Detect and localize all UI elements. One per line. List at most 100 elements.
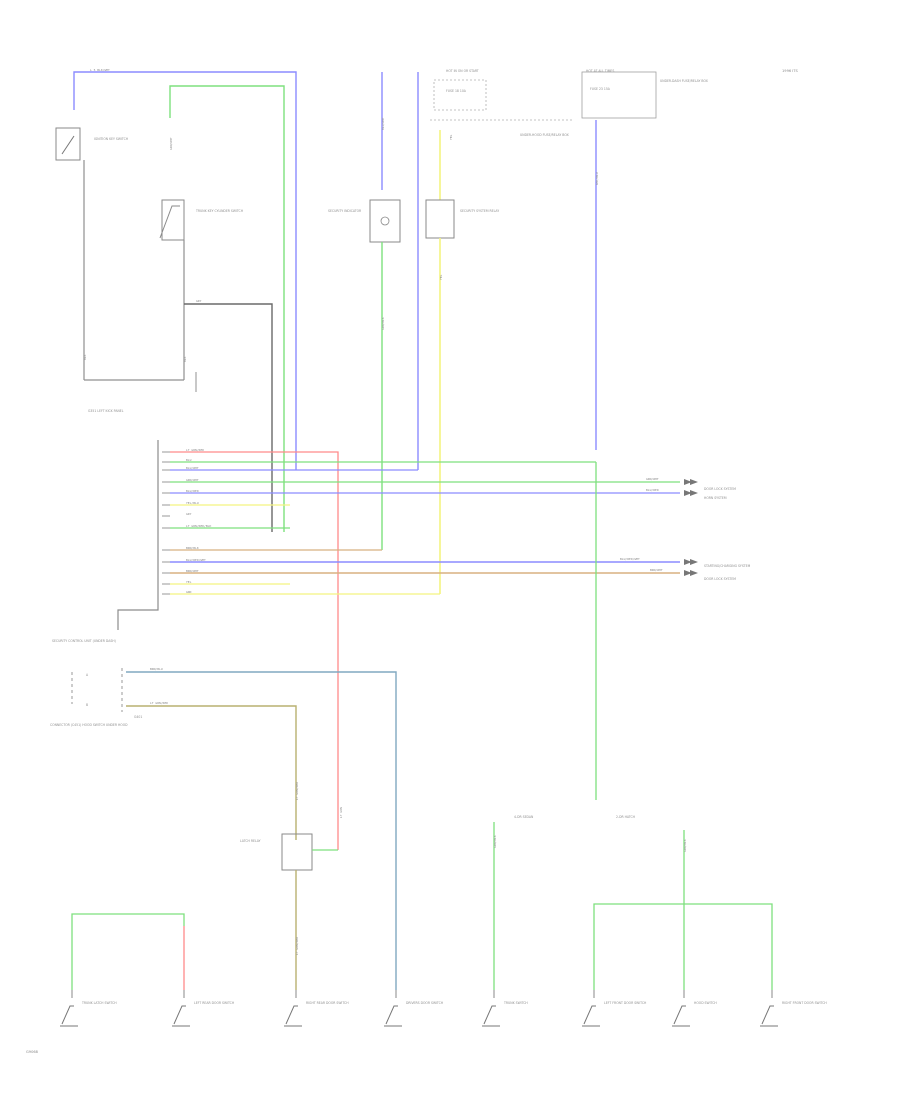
unit-pin[interactable]: YEL [162,580,290,585]
door-switch[interactable]: RIGHT FRONT DOOR SWITCH [760,990,827,1027]
wire-left-loop [71,913,185,990]
security-relay-label: SECURITY SYSTEM RELAY [460,209,499,213]
trunk-switch-body [161,199,185,241]
hot-fuse-box: HOT AT ALL TIMES FUSE 23 15A UNDER-DASH … [581,69,709,450]
security-indicator[interactable]: BLU/WHT SECURITY INDICATOR GRN/BLK [328,117,401,550]
door-switch[interactable]: LEFT REAR DOOR SWITCH [172,990,235,1027]
arrow-right-icon [690,479,698,485]
unit-pin[interactable]: BRN/BLK [162,546,199,551]
ignition-switch[interactable]: IGNITION KEY SWITCH BLK [55,127,129,380]
led-icon [380,216,390,226]
switch-contact-icon [173,1005,186,1025]
unit-pin[interactable]: BLU [162,458,192,463]
switch-contact-icon [285,1005,298,1025]
output-3-dest: STARTING/CHARGING SYSTEM [704,564,751,568]
ground-lkp-label: G351 LEFT KICK PANEL [88,409,124,413]
pin-b-marker: B [86,703,88,707]
ignition-fuse-box: HOT IN ON OR START FUSE 18 10A UNDER-HOO… [381,69,572,470]
hatch-label: 2-DR HATCH [616,815,636,819]
wire-gray-run [184,303,273,532]
security-relay[interactable]: SECURITY SYSTEM RELAY YEL [425,130,499,594]
ignition-switch-label: IGNITION KEY SWITCH [94,137,129,141]
arrow-right-icon [684,490,692,496]
trunk-switch-contact-icon [159,205,180,239]
ignition-fuse-frame [433,79,487,111]
wire-blue-feed [73,71,297,470]
footer-code: G9068 [26,1050,39,1054]
unit-pin[interactable]: BRN/WHT [162,569,199,574]
unit-pin[interactable]: GND [162,590,192,595]
switch-label: DRIVERS DOOR SWITCH [406,1001,444,1005]
wire-olive-run [126,705,297,840]
switch-label: TRUNK LATCH SWITCH [81,1001,117,1005]
arrow-right-icon [690,490,698,496]
connector-c451[interactable]: A B CONNECTOR (C451) HOOD SWITCH UNDER H… [50,667,397,990]
sec-ind-label: GRN/BLK [381,317,385,330]
switch-label: RIGHT FRONT DOOR SWITCH [782,1001,827,1005]
ignition-switch-body [55,127,81,161]
pin-label: BLU/RED [186,489,199,493]
security-indicator-body [369,199,401,243]
hot-feed-label: WHT/BLU [595,172,599,185]
unit-pin[interactable]: GRY [162,512,192,517]
sedan-drop-label: GRN/BLK [493,835,497,848]
pin-label: BLU/WHT [186,466,199,470]
door-switch[interactable]: TRUNK LATCH SWITCH [60,990,117,1027]
unit-pin[interactable]: BLU/RED [162,489,199,494]
conn-bot-label: LT GRN/RED [150,701,168,705]
switch-contact-icon [61,135,75,155]
switch-label: LEFT REAR DOOR SWITCH [194,1001,235,1005]
door-switch[interactable]: DRIVERS DOOR SWITCH [384,990,444,1027]
door-switch[interactable]: RIGHT REAR DOOR SWITCH [284,990,349,1027]
gray-run-label: GRY [196,299,202,303]
unit-pin[interactable]: LT GRN/RED [162,448,204,453]
output-3-wire: BLU/RED/WHT [620,557,640,561]
output-2-dest: HORN SYSTEM [704,496,727,500]
ignition-box-label: HOT IN ON OR START [446,69,479,73]
output-1-dest: DOOR LOCK SYSTEM [704,487,736,491]
pin-label: LT GRN/RED/BLK [186,524,211,528]
control-unit-pins: LT GRN/RED BLU BLU/WHT GRN/WHT BLU/RED YEL/BL… [162,448,290,595]
security-control-unit[interactable]: SECURITY CONTROL UNIT (UNDER DASH) [52,440,159,643]
sec-ind-top-label: BLU/WHT [381,117,385,130]
door-switch[interactable]: LEFT FRONT DOOR SWITCH [582,990,647,1027]
output-1-wire: GRN/WHT [646,477,659,481]
relay-top-label: YEL [449,134,453,140]
switch-label: LEFT FRONT DOOR SWITCH [604,1001,647,1005]
arrow-right-icon [690,559,698,565]
unit-pin[interactable]: LT GRN/RED/BLK [162,524,290,529]
latch-out-label: LT GRN/RED [295,937,299,955]
left-feed-wires: L 5 BLK/WHT GRN/WHT [73,68,297,532]
switch-contact-icon [583,1005,596,1025]
diagram-id: 1996 ITS [782,69,799,73]
hot-fuse-label: FUSE 23 15A [590,87,611,91]
wire-green-trunk [169,85,285,532]
switch-contact-icon [483,1005,496,1025]
control-unit-label: SECURITY CONTROL UNIT (UNDER DASH) [52,639,116,643]
unit-pin[interactable]: BLU/RED/WHT [162,558,206,563]
wire-hatch-bus [593,903,773,990]
right-outputs: GRN/WHT DOOR LOCK SYSTEM BLU/RED HORN SY… [620,477,751,581]
under-dash-note: UNDER-DASH FUSE/RELAY BOX [660,79,709,83]
door-switch[interactable]: HOOD SWITCH [672,990,717,1027]
wire-steel-run [126,671,397,990]
door-switch[interactable]: TRUNK SWITCH [482,990,528,1027]
unit-pin[interactable]: GRN/WHT [162,478,199,483]
switch-label: TRUNK SWITCH [503,1001,528,1005]
hatch-drop-label: GRN/BLK [683,839,687,852]
unit-pin[interactable]: YEL/BLU [162,501,290,506]
output-door-lock-2[interactable]: BRN/WHT DOOR LOCK SYSTEM [650,568,736,581]
security-indicator-label: SECURITY INDICATOR [328,209,362,213]
output-door-lock-1[interactable]: GRN/WHT DOOR LOCK SYSTEM [646,477,736,491]
output-horn[interactable]: BLU/RED HORN SYSTEM [646,488,727,500]
output-starting[interactable]: BLU/RED/WHT STARTING/CHARGING SYSTEM [620,557,751,568]
trunk-key-switch[interactable]: TRUNK KEY CYLINDER SWITCH BLK GRY [159,199,273,532]
unit-pin[interactable]: BLU/WHT [162,466,199,471]
switch-contact-icon [385,1005,398,1025]
ground-g401-label: G401 [134,715,142,719]
latch-relay[interactable]: LT GRN/RED LATCH RELAY LT GRN LT GRN/RED [240,782,343,990]
conn-top-label: BRN/BLU [150,667,163,671]
switch-contact-icon [673,1005,686,1025]
